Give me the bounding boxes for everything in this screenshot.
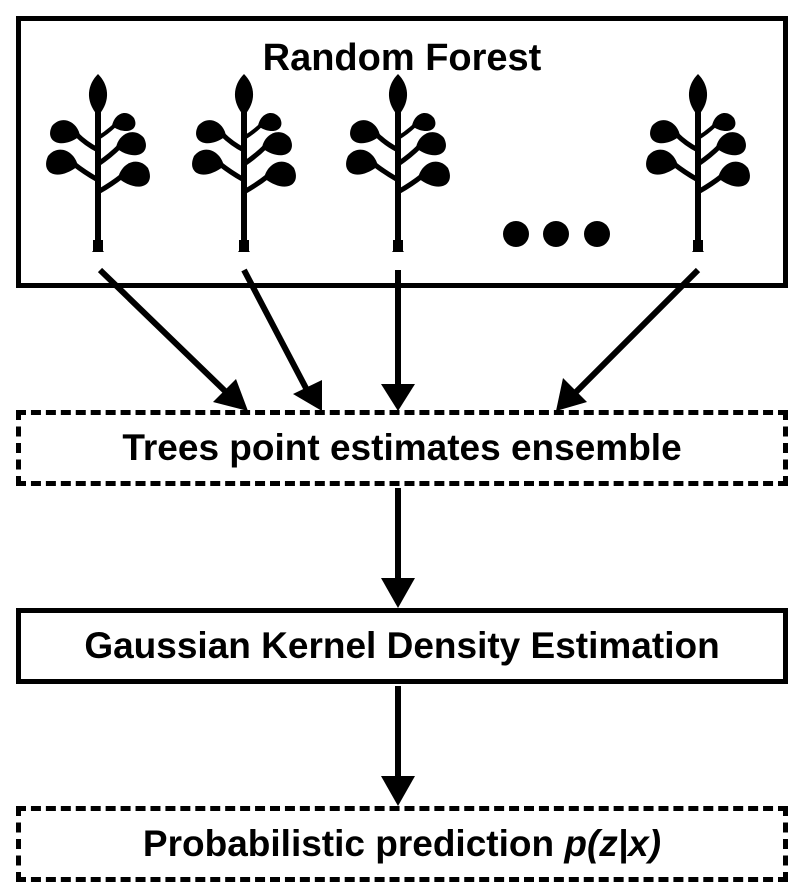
arrow-tree4-to-ensemble [571, 267, 701, 397]
kde-box: Gaussian Kernel Density Estimation [16, 608, 788, 684]
prediction-math: p(z|x) [564, 823, 662, 864]
kde-label: Gaussian Kernel Density Estimation [84, 625, 720, 666]
prediction-text: Probabilistic prediction [142, 823, 565, 864]
arrowhead-6 [381, 776, 415, 806]
arrowhead-4 [556, 378, 587, 411]
arrowhead-5 [381, 578, 415, 608]
arrowhead-2 [293, 380, 322, 411]
ensemble-label: Trees point estimates ensemble [122, 427, 682, 468]
arrowhead-3 [381, 384, 415, 411]
arrow-tree1-to-ensemble [97, 267, 229, 395]
random-forest-title: Random Forest [262, 37, 542, 79]
ensemble-box: Trees point estimates ensemble [16, 410, 788, 486]
arrow-tree2-to-ensemble [241, 268, 311, 394]
arrowhead-1 [213, 379, 248, 411]
prediction-label: Probabilistic prediction p(z|x) [143, 823, 661, 865]
random-forest-box: Random Forest [16, 16, 788, 288]
prediction-box: Probabilistic prediction p(z|x) [16, 806, 788, 882]
